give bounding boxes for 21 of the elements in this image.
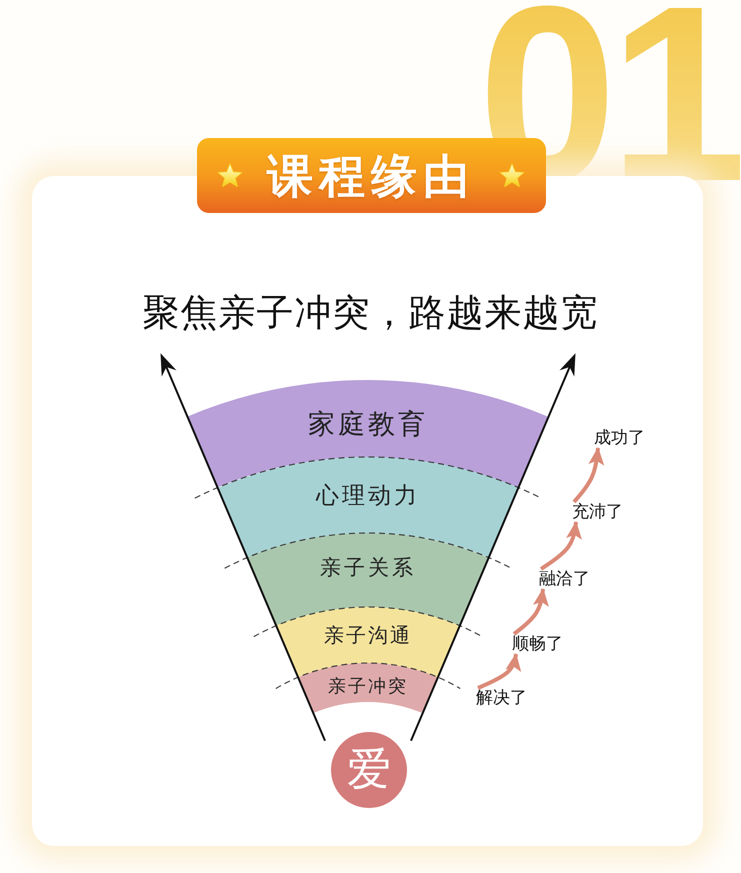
funnel-band bbox=[218, 457, 518, 558]
curved-arrow bbox=[572, 447, 604, 504]
funnel-band bbox=[247, 533, 489, 626]
band-label: 亲子冲突 bbox=[328, 676, 408, 698]
curved-arrow bbox=[512, 588, 549, 636]
funnel-band bbox=[276, 607, 460, 678]
band-label: 家庭教育 bbox=[308, 408, 428, 442]
subtitle: 聚焦亲子冲突，路越来越宽 bbox=[142, 291, 598, 335]
band-label: 亲子沟通 bbox=[324, 623, 412, 647]
curved-arrow bbox=[540, 521, 582, 571]
outcome-label: 解决了 bbox=[476, 688, 527, 708]
outcome-label: 融洽了 bbox=[539, 569, 590, 589]
outcome-label: 顺畅了 bbox=[512, 634, 563, 654]
band-label: 心理动力 bbox=[316, 483, 420, 511]
circle-label: 爱 bbox=[347, 748, 391, 792]
curved-arrow bbox=[477, 653, 522, 690]
title-text: 课程缘由 bbox=[267, 148, 475, 204]
band-label: 亲子关系 bbox=[320, 555, 416, 581]
outcome-label: 成功了 bbox=[594, 428, 645, 448]
outcome-label: 充沛了 bbox=[572, 502, 623, 522]
funnel-band bbox=[298, 663, 438, 714]
